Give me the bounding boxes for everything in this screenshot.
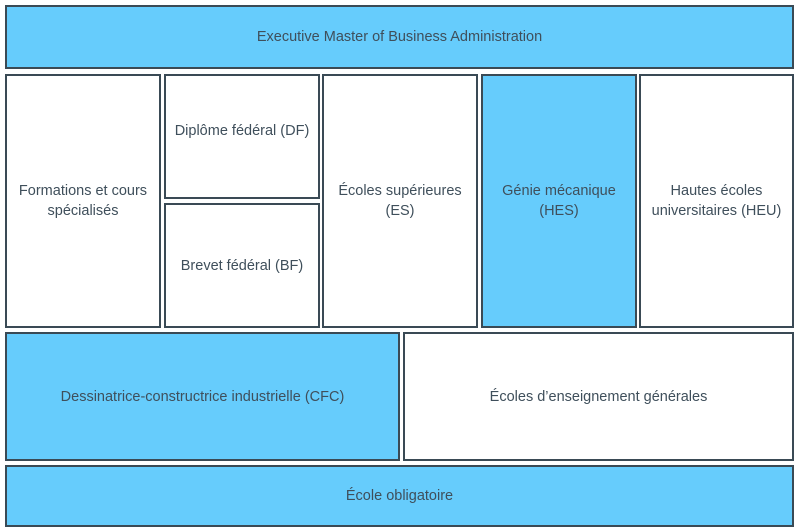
box-executive-mba: Executive Master of Business Administrat… — [5, 5, 794, 69]
box-genie-mecanique-label: Génie mécanique (HES) — [502, 183, 616, 219]
box-genie-mecanique: Génie mécanique (HES) — [481, 74, 637, 328]
box-hautes-ecoles-label: Hautes écoles universitaires (HEU) — [651, 183, 782, 219]
box-enseignement-general: Écoles d’enseignement générales — [403, 332, 794, 461]
box-dessinatrice-cfc-label: Dessinatrice-constructrice industrielle … — [60, 388, 345, 405]
box-diplome-federal-label: Diplôme fédéral (DF) — [174, 122, 310, 139]
box-ecoles-superieures-label: Écoles supérieures (ES) — [338, 183, 462, 219]
box-executive-mba-label: Executive Master of Business Administrat… — [256, 29, 543, 45]
box-brevet-federal: Brevet fédéral (BF) — [164, 203, 320, 328]
box-hautes-ecoles: Hautes écoles universitaires (HEU) — [639, 74, 794, 328]
box-ecoles-superieures: Écoles supérieures (ES) — [322, 74, 478, 328]
box-formations-cours: Formations et cours spécialisés — [5, 74, 161, 328]
box-diplome-federal: Diplôme fédéral (DF) — [164, 74, 320, 199]
box-brevet-federal-label: Brevet fédéral (BF) — [180, 257, 304, 274]
box-dessinatrice-cfc: Dessinatrice-constructrice industrielle … — [5, 332, 400, 461]
box-ecole-obligatoire-label: École obligatoire — [345, 488, 454, 504]
box-formations-cours-label: Formations et cours spécialisés — [18, 183, 148, 219]
box-enseignement-general-label: Écoles d’enseignement générales — [489, 388, 708, 405]
box-ecole-obligatoire: École obligatoire — [5, 465, 794, 527]
